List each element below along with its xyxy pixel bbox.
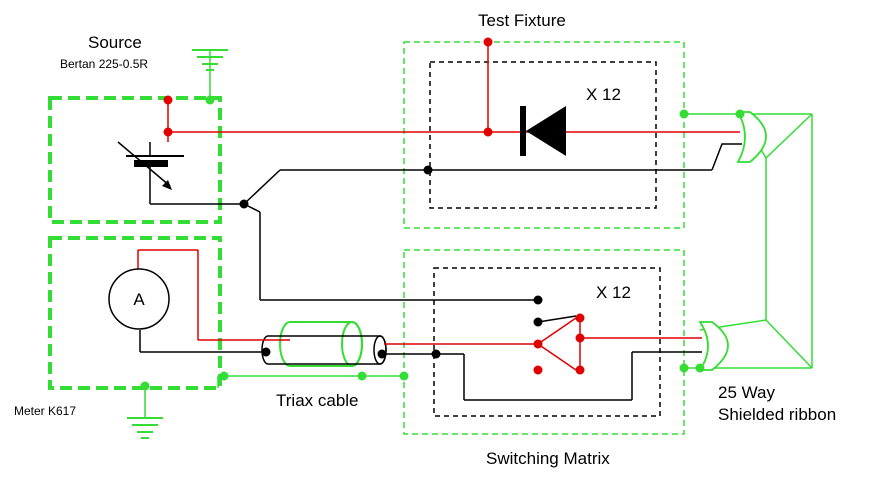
node-dot (575, 313, 585, 323)
node-dot (679, 363, 689, 373)
variable-source-icon (117, 141, 184, 190)
test-fixture-inner-box (429, 61, 657, 209)
node-dot (575, 365, 585, 375)
connection-nodes (140, 37, 745, 391)
ribbon-connector-top-icon (736, 111, 767, 163)
ribbon-label-line2: Shielded ribbon (718, 405, 836, 424)
fixture-multiplier-label: X 12 (586, 85, 621, 104)
node-dot (239, 199, 249, 209)
source-model: Bertan 225-0.5R (60, 57, 148, 71)
node-dot (735, 109, 745, 119)
node-dot (483, 127, 493, 137)
switching-matrix-inner-box (433, 267, 661, 417)
return-wiring (139, 143, 742, 401)
test-fixture-shield-box (403, 41, 685, 229)
diode-icon (520, 106, 566, 156)
node-dot (163, 127, 173, 137)
node-dot (423, 165, 433, 175)
ammeter-icon: A (108, 268, 170, 330)
ribbon-connector-bottom-icon (698, 321, 729, 371)
switching-matrix-shield-box (403, 249, 685, 435)
node-dot (219, 371, 229, 381)
node-dot (695, 363, 705, 373)
node-dot (140, 381, 150, 391)
node-dot (483, 37, 493, 47)
node-dot (575, 333, 585, 343)
enclosures (48, 41, 685, 435)
node-dot (533, 317, 543, 327)
meter-enclosure (48, 236, 222, 390)
meter-ground-icon (127, 417, 163, 439)
node-dot (261, 347, 271, 357)
node-dot (533, 365, 543, 375)
source-title: Source (88, 33, 142, 52)
meter-label: Meter K617 (14, 404, 76, 418)
ribbon-label-line1: 25 Way (718, 383, 776, 402)
node-dot (399, 371, 409, 381)
node-dot (679, 109, 689, 119)
source-enclosure (48, 96, 222, 224)
triax-cable-label: Triax cable (276, 391, 359, 410)
node-dot (533, 339, 543, 349)
switching-matrix-label: Switching Matrix (486, 449, 610, 468)
node-dot (533, 295, 543, 305)
node-dot (431, 349, 441, 359)
node-dot (163, 95, 173, 105)
node-dot (205, 95, 215, 105)
switch-multiplier-label: X 12 (596, 283, 631, 302)
ammeter-label: A (133, 290, 145, 309)
signal-wiring (137, 42, 740, 371)
node-dot (377, 349, 387, 359)
triax-cable-icon (261, 321, 387, 367)
source-ground-icon (192, 49, 228, 71)
test-fixture-label: Test Fixture (478, 11, 566, 30)
node-dot (357, 371, 367, 381)
